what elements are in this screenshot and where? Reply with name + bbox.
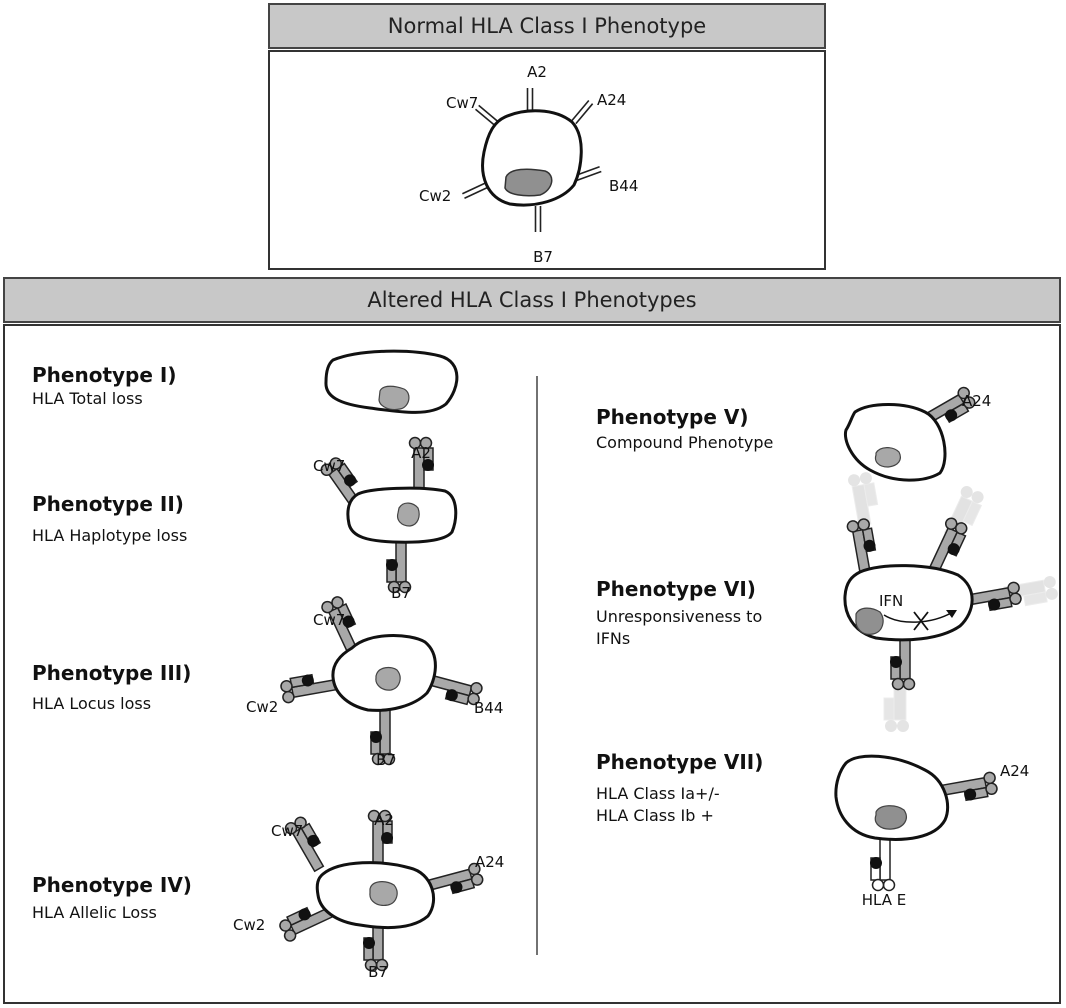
phenotype-5-desc: Compound Phenotype: [596, 433, 774, 452]
p5-label-a24: A24: [962, 392, 991, 410]
p4-label-a2: A2: [374, 811, 394, 829]
phenotype-7-title: Phenotype VII): [596, 750, 764, 774]
normal-phenotype-header: Normal HLA Class I Phenotype: [268, 3, 826, 49]
phenotype-3-desc: HLA Locus loss: [32, 694, 152, 713]
phenotype-7-cell: A24 HLA E: [834, 754, 1029, 909]
phenotype-2-desc: HLA Haplotype loss: [32, 526, 188, 545]
phenotype-5-title: Phenotype V): [596, 405, 749, 429]
phenotype-7-desc: HLA Class Ia+/- HLA Class Ib +: [596, 784, 720, 825]
p3-label-cw7: Cw7: [313, 611, 345, 629]
phenotype-1-desc: HLA Total loss: [32, 389, 143, 408]
normal-cell: A2 A24 Cw7 B44 Cw2 B7: [419, 63, 638, 266]
phenotype-4-desc: HLA Allelic Loss: [32, 903, 157, 922]
p2-label-b7: B7: [391, 584, 411, 602]
p4-label-cw2: Cw2: [233, 916, 265, 934]
phenotype-1-cell: [324, 349, 459, 414]
phenotype-2-cell: Cw7 A2 B7: [313, 436, 458, 602]
p3-label-b44: B44: [474, 699, 503, 717]
p2-label-a2: A2: [411, 444, 431, 462]
p7-label-hla-e: HLA E: [862, 891, 907, 909]
phenotype-6-desc: Unresponsiveness to IFNs: [596, 607, 763, 648]
phenotype-6-title: Phenotype VI): [596, 577, 756, 601]
p3-label-b7: B7: [376, 751, 396, 769]
altered-phenotypes-title: Altered HLA Class I Phenotypes: [367, 288, 697, 312]
p4-label-a24: A24: [475, 853, 504, 871]
phenotype-1-title: Phenotype I): [32, 363, 177, 387]
normal-phenotype-title: Normal HLA Class I Phenotype: [387, 14, 707, 38]
label-cw2: Cw2: [419, 187, 451, 205]
phenotype-4-title: Phenotype IV): [32, 873, 192, 897]
phenotype-5-cell: A24: [843, 384, 991, 482]
altered-phenotypes-header: Altered HLA Class I Phenotypes: [3, 277, 1061, 323]
phenotype-4-cell: Cw7 A2 A24 Cw2 B7: [233, 809, 504, 981]
p4-label-cw7: Cw7: [271, 822, 303, 840]
p4-label-b7: B7: [368, 963, 388, 981]
phenotype-2-title: Phenotype II): [32, 492, 184, 516]
phenotype-3-cell: Cw7 Cw2 B44 B7: [246, 593, 503, 769]
label-cw7: Cw7: [446, 94, 478, 112]
p2-label-cw7: Cw7: [313, 457, 345, 475]
p7-label-a24: A24: [1000, 762, 1029, 780]
label-a2: A2: [527, 63, 547, 81]
label-b44: B44: [609, 177, 638, 195]
p3-label-cw2: Cw2: [246, 698, 278, 716]
p6-label-ifn: IFN: [879, 592, 903, 610]
label-b7: B7: [533, 248, 553, 266]
phenotype-6-cell: IFN: [843, 470, 1060, 733]
phenotype-3-title: Phenotype III): [32, 661, 192, 685]
label-a24: A24: [597, 91, 626, 109]
